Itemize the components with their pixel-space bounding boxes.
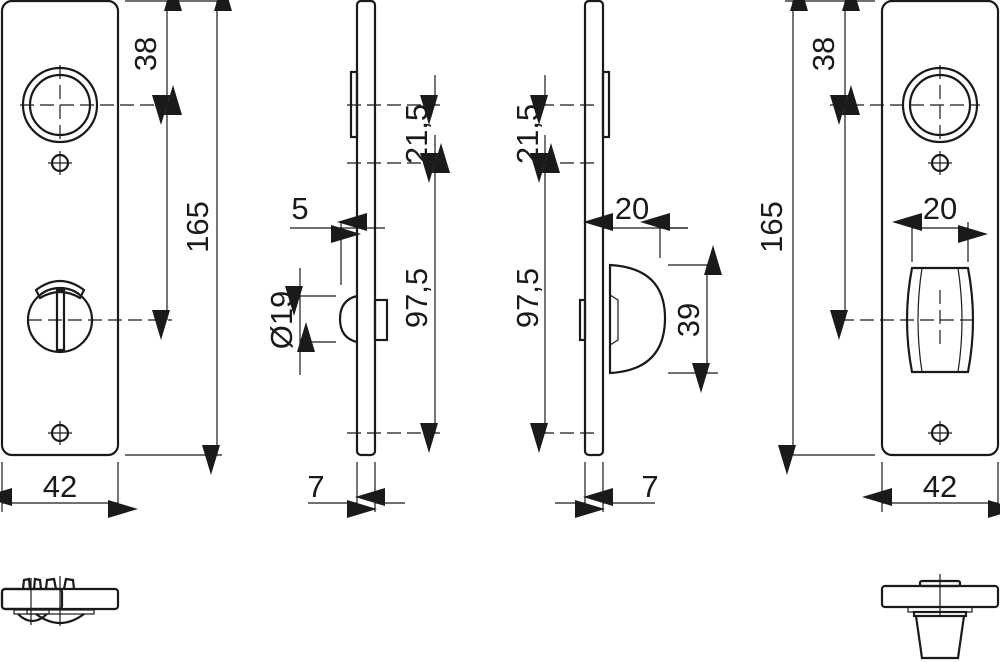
bottom-view-left	[0, 576, 120, 626]
dim-7: 7	[307, 469, 324, 504]
front-view-left: 38 165 42	[0, 0, 232, 518]
keyhole-icon	[830, 65, 980, 145]
keyhole-icon	[20, 65, 172, 145]
screw-icon	[928, 421, 952, 445]
side-view-left: 21,5 97,5 5 Ø19 7	[264, 0, 450, 518]
dim-165: 165	[754, 201, 789, 253]
dim-42: 42	[923, 469, 957, 504]
bottom-view-right	[880, 574, 1000, 660]
dim-21-5: 21,5	[399, 104, 434, 164]
dim-20: 20	[923, 191, 957, 226]
dim-20: 20	[615, 191, 649, 226]
privacy-knob-icon	[26, 279, 172, 354]
dim-21-5: 21,5	[510, 104, 545, 164]
screw-icon	[48, 151, 72, 175]
dim-97-5: 97,5	[510, 268, 545, 328]
screw-icon	[48, 421, 72, 445]
turn-knob-icon	[840, 266, 975, 374]
dim-7: 7	[641, 469, 658, 504]
dim-165: 165	[180, 201, 215, 253]
dim-5: 5	[291, 191, 308, 226]
front-view-right: 38 165 20 42	[754, 0, 1000, 518]
dim-diameter-19: Ø19	[264, 291, 299, 350]
side-view-right: 21,5 97,5 20 39 7	[510, 0, 722, 518]
dim-42: 42	[43, 469, 77, 504]
dim-39: 39	[671, 303, 706, 337]
dim-38: 38	[128, 37, 163, 71]
screw-icon	[928, 151, 952, 175]
dim-38: 38	[806, 37, 841, 71]
dim-97-5: 97,5	[399, 268, 434, 328]
